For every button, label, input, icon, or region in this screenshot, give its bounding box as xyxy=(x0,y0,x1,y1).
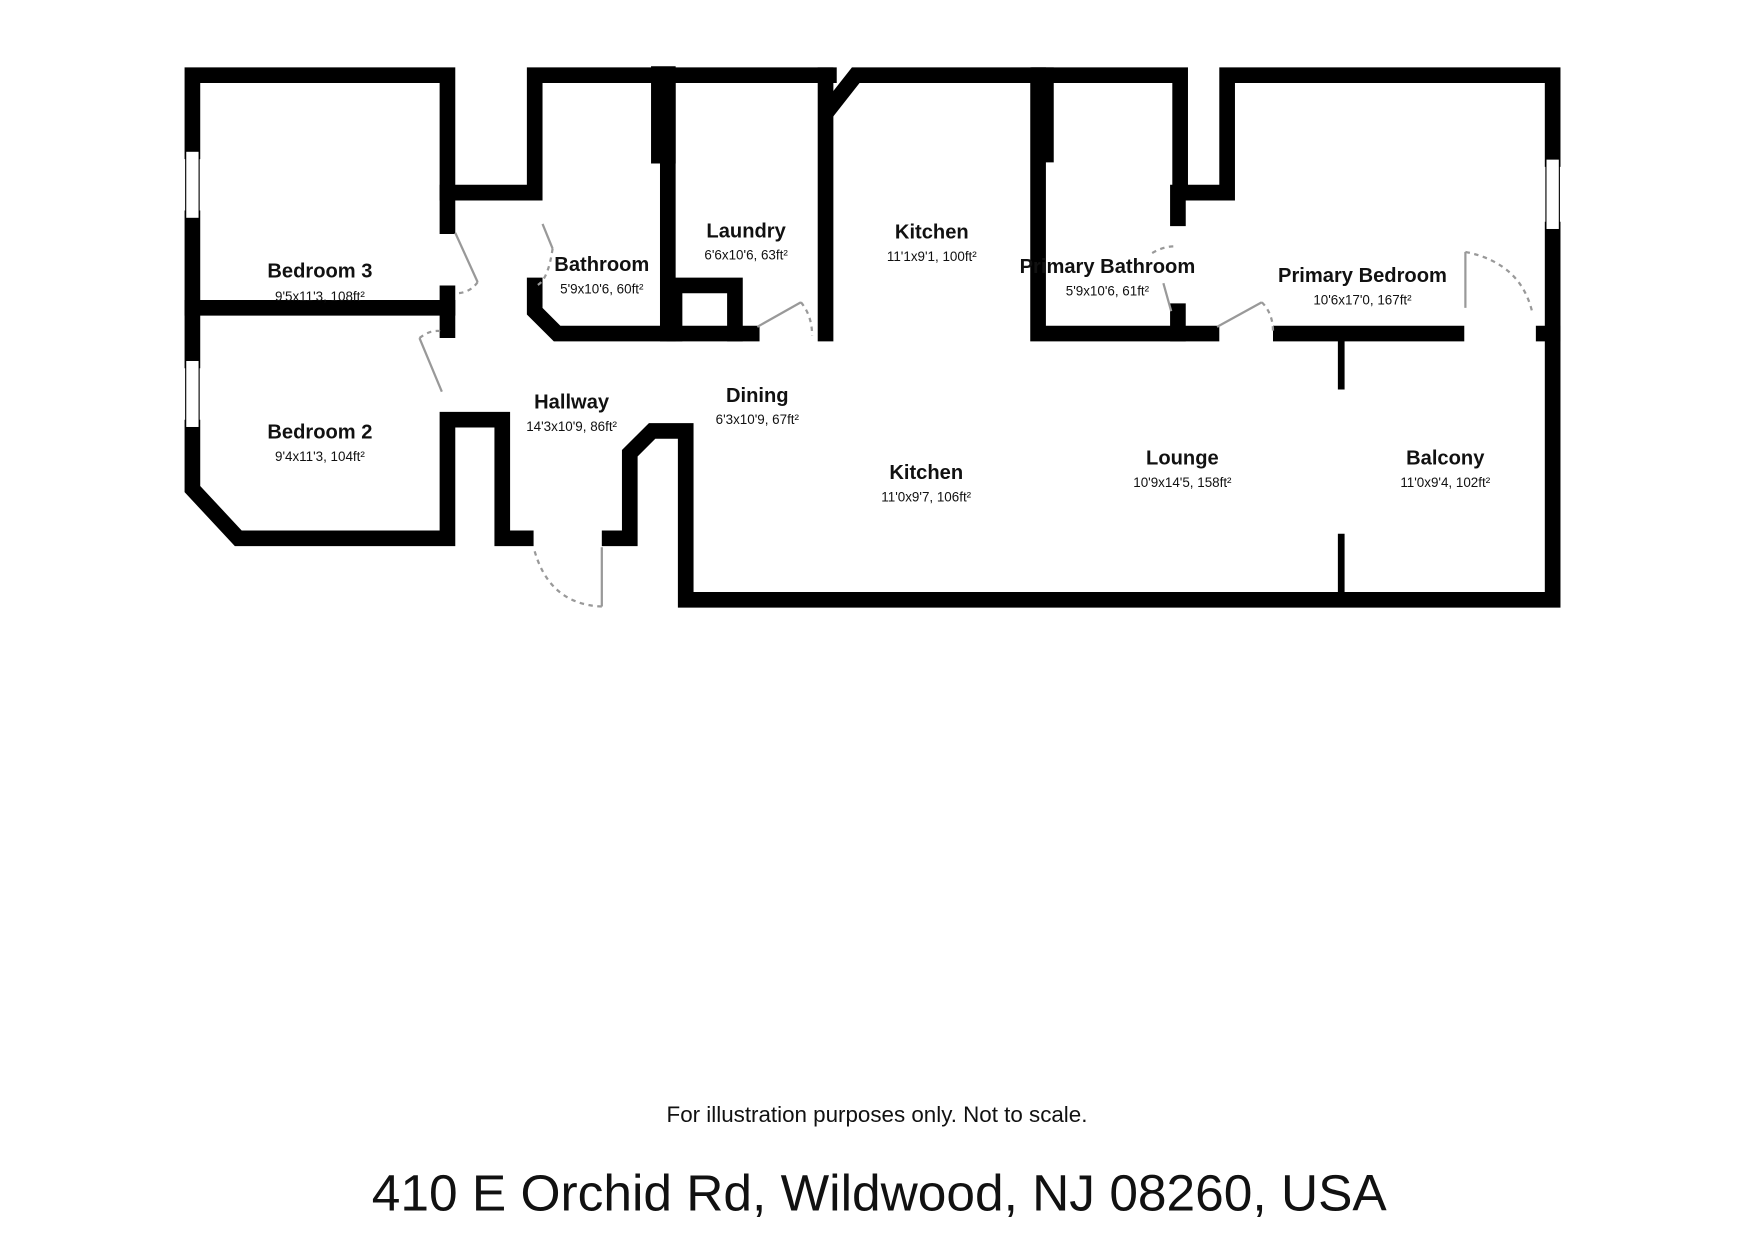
room-name: Kitchen xyxy=(895,221,969,243)
room-name: Primary Bathroom xyxy=(1020,256,1196,278)
room-primary-bathroom: Primary Bathroom 5'9x10'6, 61ft² xyxy=(1020,256,1196,298)
room-dims: 5'9x10'6, 61ft² xyxy=(1066,284,1150,299)
room-name: Primary Bedroom xyxy=(1278,265,1447,287)
room-balcony: Balcony 11'0x9'4, 102ft² xyxy=(1400,447,1490,489)
doors xyxy=(418,223,1534,608)
room-name: Bedroom 2 xyxy=(267,422,372,444)
room-name: Laundry xyxy=(706,220,786,242)
walls xyxy=(184,66,1561,608)
room-dims: 11'1x9'1, 100ft² xyxy=(887,249,977,264)
room-bedroom-3: Bedroom 3 9'5x11'3, 108ft² xyxy=(267,261,372,304)
room-dims: 10'6x17'0, 167ft² xyxy=(1313,292,1412,307)
room-dims: 11'0x9'7, 106ft² xyxy=(881,489,971,504)
room-dims: 14'3x10'9, 86ft² xyxy=(526,419,617,434)
room-name: Dining xyxy=(726,385,789,407)
room-lounge: Lounge 10'9x14'5, 158ft² xyxy=(1133,447,1232,489)
room-bathroom: Bathroom 5'9x10'6, 60ft² xyxy=(554,254,649,296)
room-kitchen-upper: Kitchen 11'1x9'1, 100ft² xyxy=(887,221,977,263)
room-name: Bathroom xyxy=(554,254,649,276)
room-primary-bedroom: Primary Bedroom 10'6x17'0, 167ft² xyxy=(1278,265,1447,307)
room-dining: Dining 6'3x10'9, 67ft² xyxy=(716,385,800,427)
windows xyxy=(185,150,1560,429)
room-dims: 11'0x9'4, 102ft² xyxy=(1400,475,1490,490)
room-dims: 6'6x10'6, 63ft² xyxy=(704,248,788,263)
room-dims: 9'4x11'3, 104ft² xyxy=(275,449,365,464)
room-name: Kitchen xyxy=(889,462,963,484)
room-labels: Bedroom 3 9'5x11'3, 108ft² Bedroom 2 9'4x1… xyxy=(267,220,1490,504)
room-dims: 10'9x14'5, 158ft² xyxy=(1133,475,1232,490)
room-name: Lounge xyxy=(1146,447,1219,469)
address: 410 E Orchid Rd, Wildwood, NJ 08260, USA xyxy=(372,1164,1388,1222)
room-name: Balcony xyxy=(1406,447,1485,469)
room-dims: 5'9x10'6, 60ft² xyxy=(560,281,644,296)
room-hallway: Hallway 14'3x10'9, 86ft² xyxy=(526,392,617,434)
room-name: Bedroom 3 xyxy=(267,261,372,283)
disclaimer: For illustration purposes only. Not to s… xyxy=(667,1102,1088,1127)
room-laundry: Laundry 6'6x10'6, 63ft² xyxy=(704,220,788,262)
room-dims: 9'5x11'3, 108ft² xyxy=(275,289,365,304)
room-kitchen-lower: Kitchen 11'0x9'7, 106ft² xyxy=(881,462,971,504)
room-bedroom-2: Bedroom 2 9'4x11'3, 104ft² xyxy=(267,422,372,464)
room-name: Hallway xyxy=(534,392,610,414)
room-dims: 6'3x10'9, 67ft² xyxy=(716,412,800,427)
